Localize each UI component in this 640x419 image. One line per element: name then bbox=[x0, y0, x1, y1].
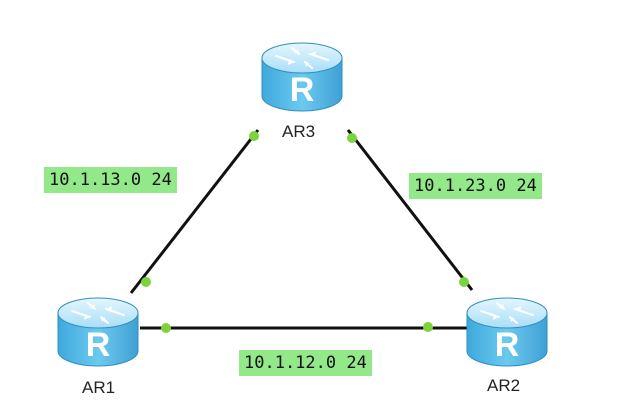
network-label-ar1-ar3: 10.1.13.0 24 bbox=[44, 167, 177, 193]
router-name-ar3: AR3 bbox=[282, 122, 316, 141]
port-ar1-to-ar3 bbox=[141, 277, 151, 287]
link-ar3-ar2 bbox=[346, 129, 474, 291]
router-ar2[interactable]: R bbox=[466, 297, 548, 367]
network-label-ar2-ar3: 10.1.23.0 24 bbox=[409, 173, 542, 199]
port-ar3-to-ar1 bbox=[249, 131, 259, 141]
router-ar1[interactable]: R bbox=[57, 297, 139, 367]
router-name-ar1: AR1 bbox=[82, 378, 116, 397]
port-ar2-to-ar3 bbox=[459, 277, 469, 287]
router-letter: R bbox=[290, 71, 315, 109]
router-name-ar2: AR2 bbox=[487, 376, 521, 395]
router-ar3[interactable]: R bbox=[261, 42, 343, 112]
network-label-ar1-ar2: 10.1.12.0 24 bbox=[239, 350, 372, 376]
port-ar1-to-ar2 bbox=[161, 323, 171, 333]
router-letter: R bbox=[86, 326, 111, 364]
port-ar3-to-ar2 bbox=[347, 133, 357, 143]
port-ar2-to-ar1 bbox=[423, 322, 433, 332]
link-ar1-ar3 bbox=[129, 129, 260, 294]
router-letter: R bbox=[495, 326, 520, 364]
